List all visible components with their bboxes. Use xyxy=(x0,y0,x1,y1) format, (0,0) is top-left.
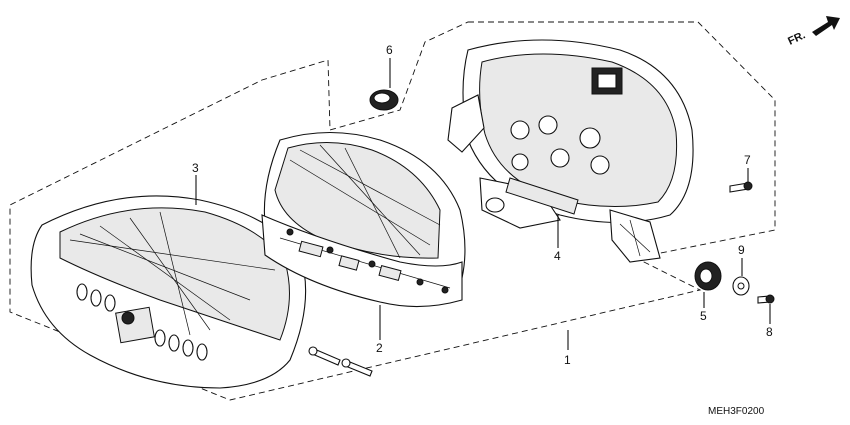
part-2-meter-assembly xyxy=(261,132,466,308)
part-7-screw xyxy=(729,181,753,193)
part-3-meter-cover xyxy=(30,195,307,389)
leader-lines xyxy=(195,58,771,350)
callout-4: 4 xyxy=(554,249,561,263)
part-9-washer xyxy=(732,276,750,296)
screws xyxy=(308,346,373,377)
callout-9: 9 xyxy=(738,243,745,257)
assembly-outline xyxy=(9,21,776,401)
part-5-grommet xyxy=(694,261,722,291)
front-direction-indicator: FR. xyxy=(786,16,840,48)
callout-2: 2 xyxy=(376,341,383,355)
callout-7: 7 xyxy=(744,153,751,167)
callout-labels: 3 2 1 4 5 6 7 8 9 xyxy=(192,43,773,367)
callout-8: 8 xyxy=(766,325,773,339)
front-arrow-icon xyxy=(812,16,840,36)
callout-6: 6 xyxy=(386,43,393,57)
diagram-code: MEH3F0200 xyxy=(708,406,765,417)
callout-5: 5 xyxy=(700,309,707,323)
callout-3: 3 xyxy=(192,161,199,175)
part-6-grommet xyxy=(369,89,399,111)
part-8-screw xyxy=(757,294,775,304)
part-4-meter-case xyxy=(447,39,694,263)
direction-label: FR. xyxy=(786,29,807,47)
callout-1: 1 xyxy=(564,353,571,367)
